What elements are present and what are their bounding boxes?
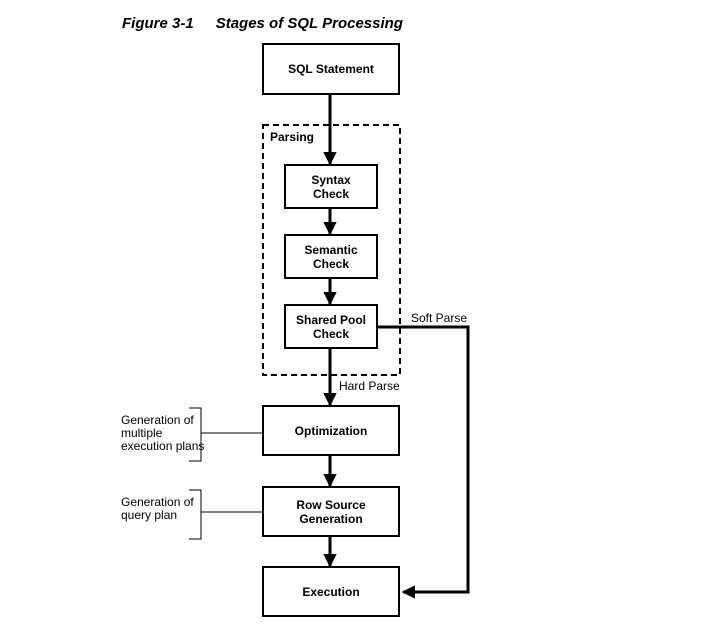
optimization-annotation: Generation of multiple execution plans [121, 413, 205, 453]
hard-parse-label: Hard Parse [339, 379, 400, 393]
parsing-group-label: Parsing [270, 130, 315, 144]
execution-label: Execution [302, 584, 360, 599]
row-source-generation-label: Row Source Generation [296, 497, 366, 526]
shared-pool-check-box: Shared Pool Check [284, 304, 378, 349]
syntax-check-label: Syntax Check [311, 172, 351, 201]
shared-pool-check-label: Shared Pool Check [295, 312, 366, 341]
bracket-rowsource [189, 489, 202, 540]
execution-box: Execution [262, 566, 400, 617]
semantic-check-box: Semantic Check [284, 234, 378, 279]
sql-statement-label: SQL Statement [288, 62, 374, 76]
soft-parse-label: Soft Parse [411, 311, 468, 325]
optimization-box: Optimization [262, 405, 400, 456]
row-source-generation-box: Row Source Generation [262, 486, 400, 537]
bracket-optimization [189, 407, 202, 462]
figure-number: Figure 3-1 [122, 15, 194, 32]
syntax-check-box: Syntax Check [284, 164, 378, 209]
row-source-annotation: Generation of query plan [121, 495, 194, 522]
semantic-check-label: Semantic Check [304, 242, 358, 271]
figure-caption: Stages of SQL Processing [215, 15, 403, 32]
sql-statement-box: SQL Statement [262, 43, 400, 95]
optimization-label: Optimization [294, 423, 368, 438]
arrow-soft-parse [377, 325, 470, 599]
figure-title: Figure 3-1 Stages of SQL Processing [122, 15, 403, 32]
